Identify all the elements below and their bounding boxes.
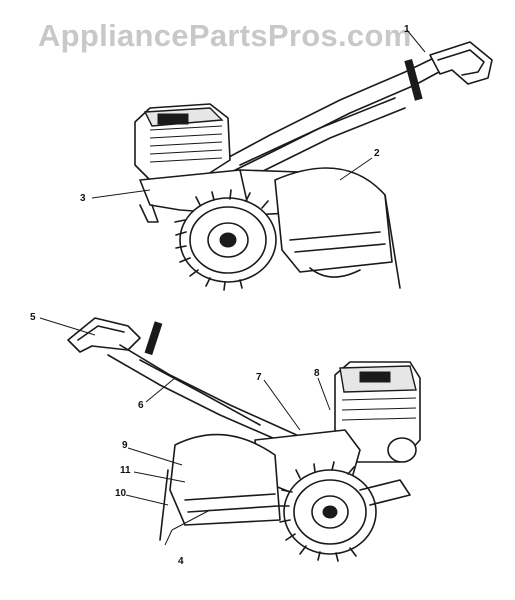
watermark: AppliancePartsPros.com [38, 18, 412, 53]
callout-4: 4 [178, 556, 184, 567]
callout-3: 3 [80, 193, 86, 204]
upper-tiller [91, 29, 493, 291]
callout-7: 7 [256, 372, 262, 383]
callout-5: 5 [30, 312, 36, 323]
callout-9: 9 [122, 440, 128, 451]
lower-tiller [39, 317, 421, 562]
callout-1: 1 [404, 24, 410, 35]
callout-8: 8 [314, 368, 320, 379]
callout-2: 2 [374, 148, 380, 159]
callout-6: 6 [138, 400, 144, 411]
callout-11: 11 [120, 465, 131, 476]
callout-10: 10 [115, 488, 127, 499]
